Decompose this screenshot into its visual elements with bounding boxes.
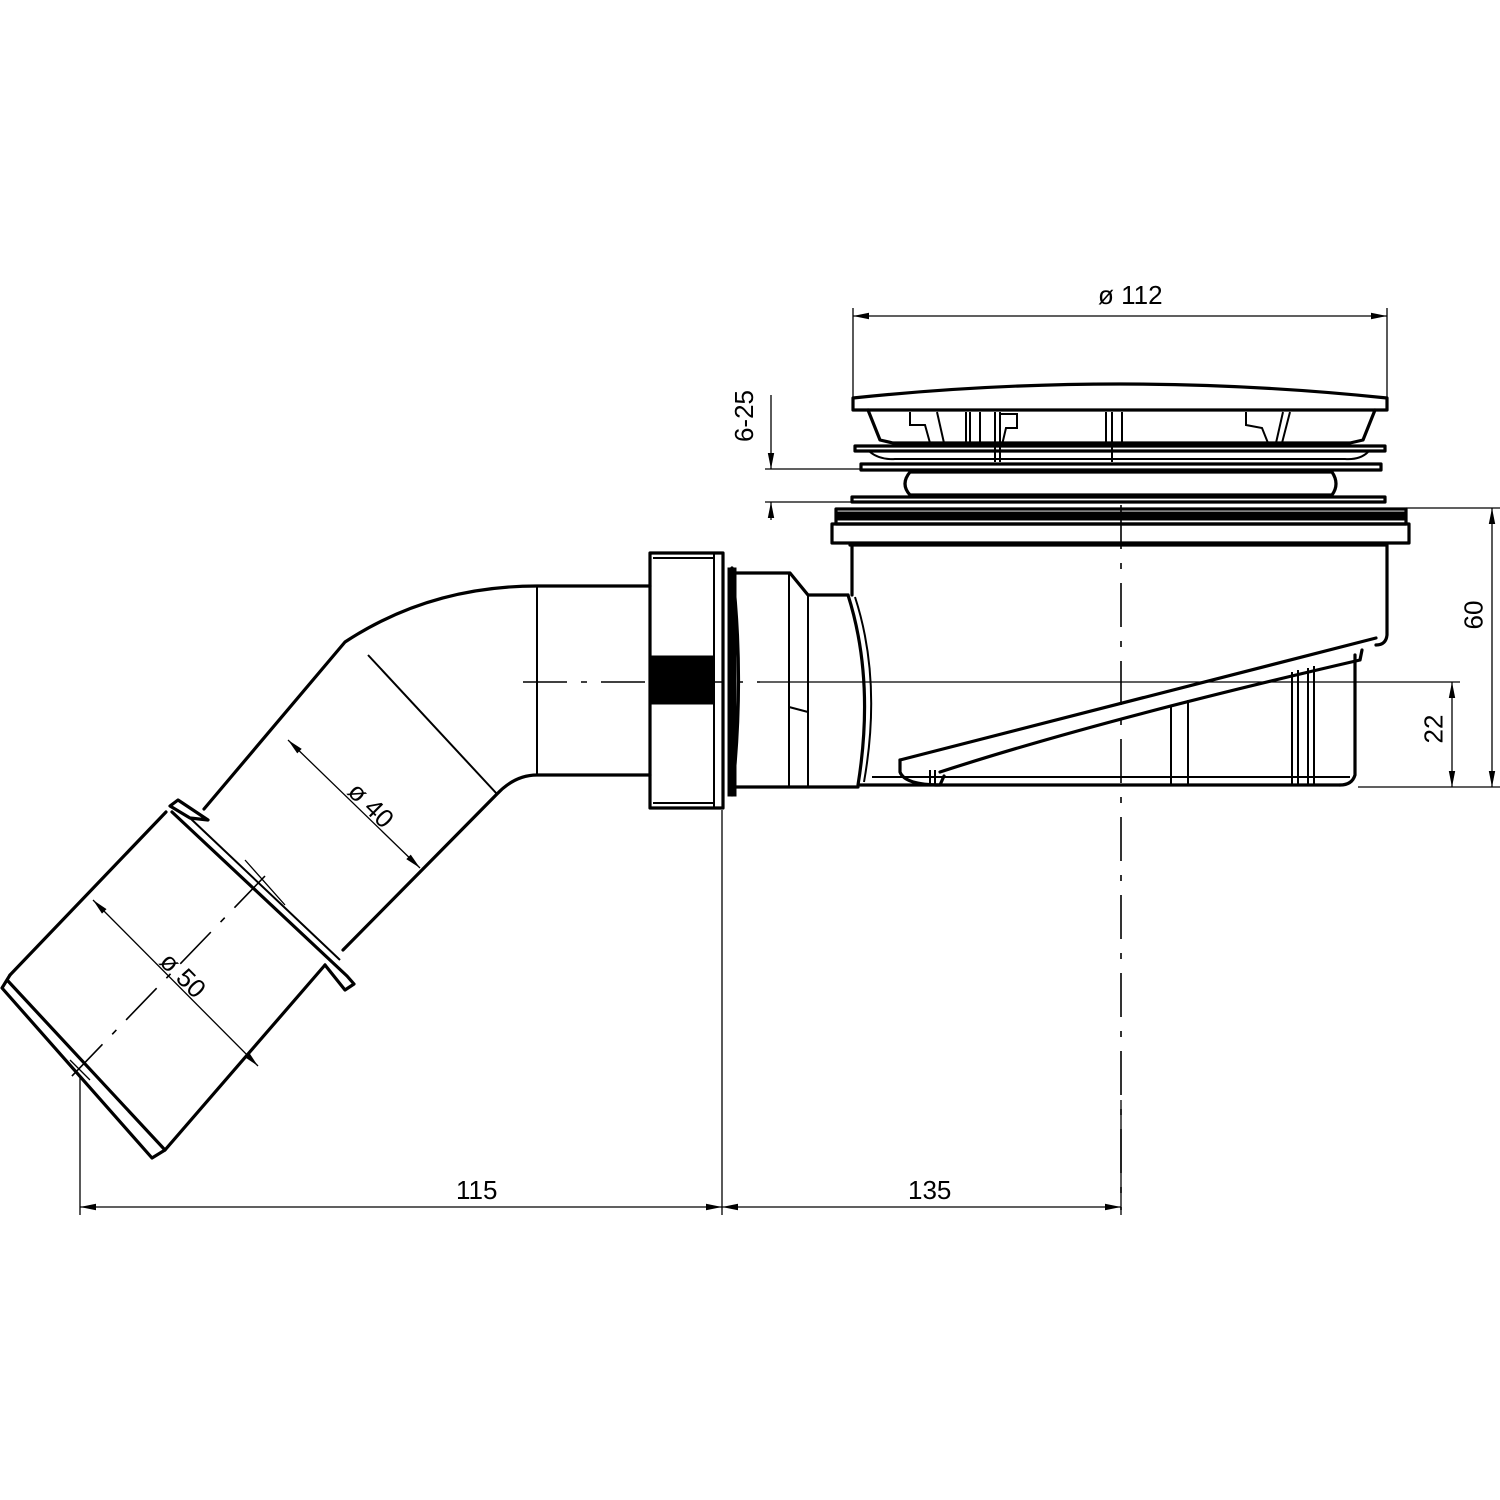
elbow-pipe <box>0 584 652 1160</box>
dim-label-outlet-height: 22 <box>1418 714 1449 744</box>
outlet-spigot <box>734 571 860 789</box>
dim-label-total-height: 60 <box>1458 600 1489 630</box>
union-nut <box>648 551 741 810</box>
dim-label-cover-diameter: ø 112 <box>1098 280 1163 310</box>
dim-label-horizontal-right: 135 <box>908 1175 952 1205</box>
dim-label-adjustment-range: 6-25 <box>729 389 760 443</box>
drain-cover <box>850 382 1389 504</box>
dimension-lines <box>79 308 1500 1215</box>
dim-label-horizontal-left: 115 <box>456 1175 498 1205</box>
center-lines <box>69 505 1460 1210</box>
